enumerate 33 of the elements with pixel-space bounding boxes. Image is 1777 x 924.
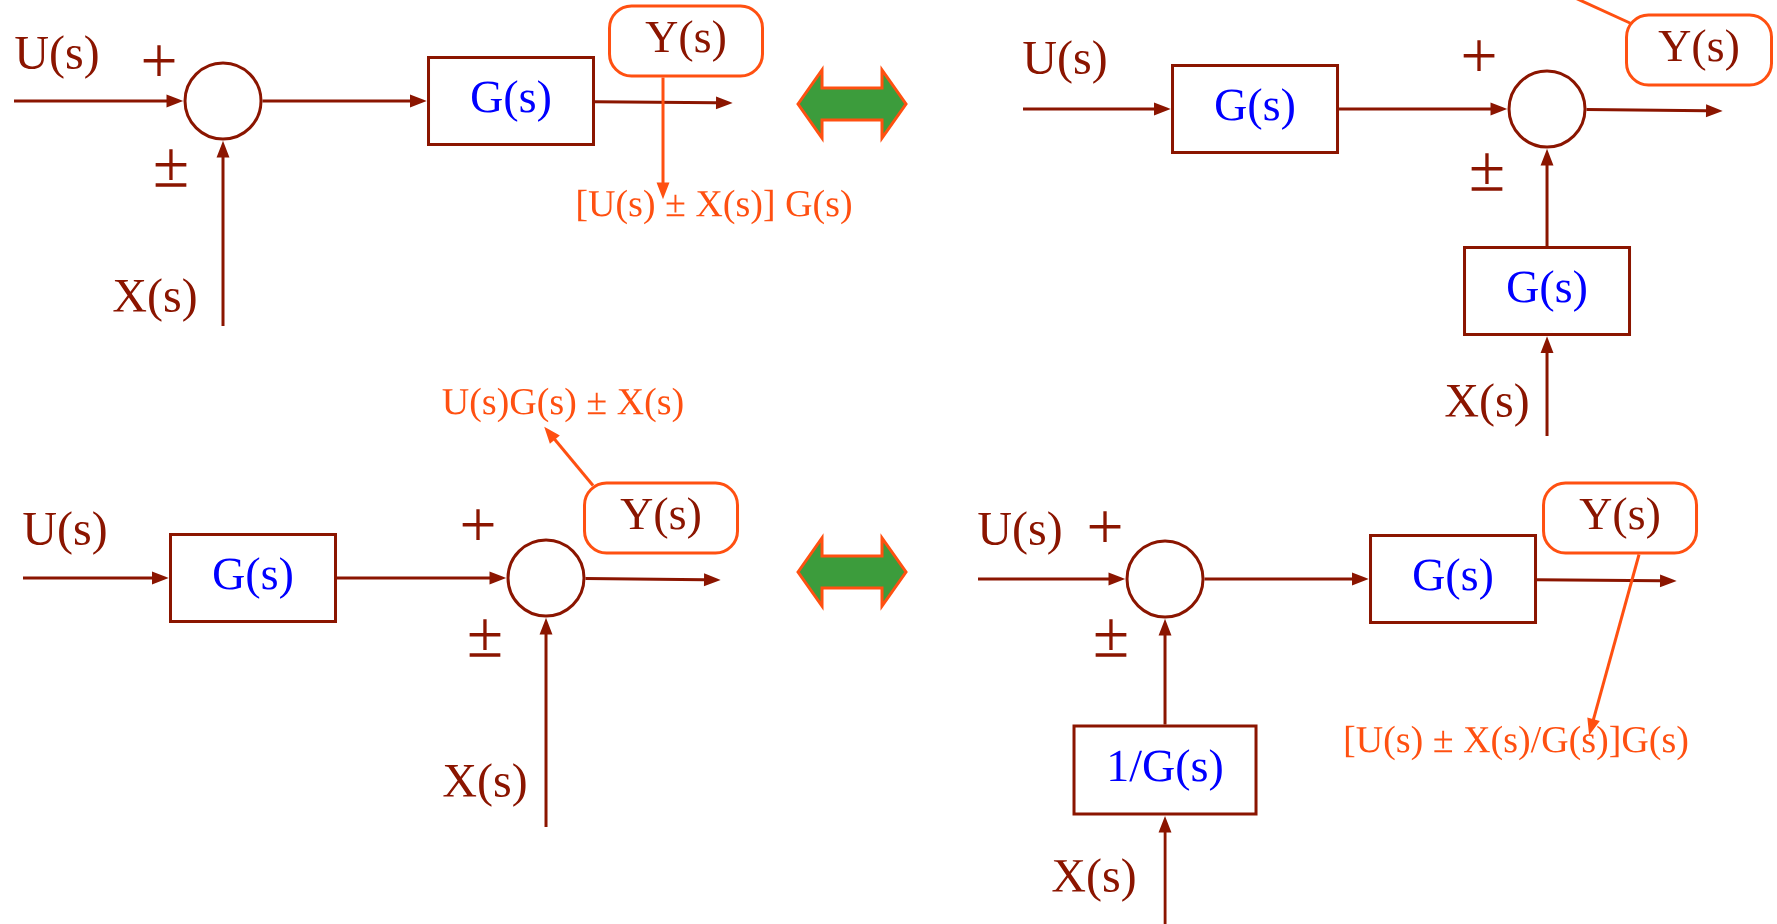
summing-junction xyxy=(1125,539,1205,619)
signal-label: X(s) xyxy=(1445,383,1528,427)
output-callout-box: Y(s) xyxy=(1542,481,1698,555)
output-callout-box: Y(s) xyxy=(1625,13,1773,87)
signal-label: X(s) xyxy=(1052,858,1135,902)
sign-label: + xyxy=(1463,40,1495,72)
transfer-function-box: G(s) xyxy=(427,56,595,146)
signal-label: U(s) xyxy=(1023,40,1106,84)
sign-label: ± xyxy=(469,619,501,657)
result-expression: U(s)G(s) ± X(s) xyxy=(442,387,683,423)
result-expression: [U(s) ± X(s)/G(s)]G(s) xyxy=(1345,725,1688,761)
summing-junction xyxy=(506,538,586,618)
signal-label: U(s) xyxy=(23,511,106,555)
sign-label: + xyxy=(462,509,494,541)
signal-label: X(s) xyxy=(443,763,526,807)
sign-label: ± xyxy=(1095,619,1127,657)
sign-label: + xyxy=(143,45,175,77)
sign-label: ± xyxy=(155,149,187,187)
output-callout-box: Y(s) xyxy=(608,4,764,78)
summing-junction xyxy=(1507,69,1587,149)
transfer-function-box: G(s) xyxy=(1463,246,1631,336)
signal-label: X(s) xyxy=(113,278,196,322)
transfer-function-box: 1/G(s) xyxy=(1072,724,1258,816)
sign-label: ± xyxy=(1471,153,1503,191)
transfer-function-box: G(s) xyxy=(1369,534,1537,624)
transfer-function-box: G(s) xyxy=(169,533,337,623)
summing-junction xyxy=(183,61,263,141)
sign-label: + xyxy=(1089,511,1121,543)
signal-label: U(s) xyxy=(15,35,98,79)
result-expression: [U(s) ± X(s)] G(s) xyxy=(578,189,851,225)
output-callout-box: Y(s) xyxy=(583,481,739,555)
signal-label: U(s) xyxy=(978,511,1061,555)
transfer-function-box: G(s) xyxy=(1171,64,1339,154)
